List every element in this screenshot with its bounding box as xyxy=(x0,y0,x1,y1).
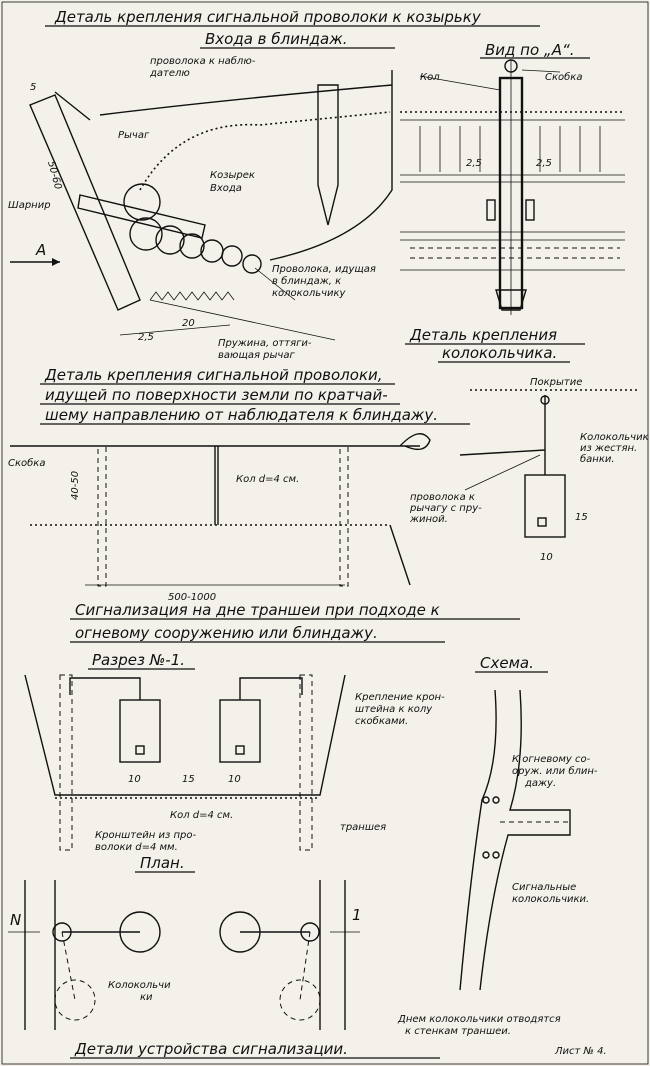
scheme-note-1: Днем колокольчики отводятся xyxy=(397,1014,561,1025)
svg-text:2,5: 2,5 xyxy=(466,158,482,169)
mark-n: N xyxy=(10,911,21,929)
arrow-a-label: А xyxy=(35,241,46,259)
trench-right-wall xyxy=(479,689,571,991)
view-a-title: Вид по „А“. xyxy=(485,41,575,59)
trench-title-1: Сигнализация на дне траншеи при подходе … xyxy=(75,601,440,619)
label-visor: Козырек xyxy=(210,170,255,181)
svg-text:колокольчику: колокольчику xyxy=(272,288,347,299)
bell-plan-1 xyxy=(119,911,161,953)
label-surface-stake: Кол d=4 см. xyxy=(236,474,299,485)
entrance-detail: Деталь крепления сигнальной проволоки к … xyxy=(8,8,540,361)
bell-left xyxy=(119,699,161,763)
footer-title: Детали устройства сигнализации. xyxy=(74,1040,348,1058)
surface-title-2: идущей по поверхности земли по кратчай- xyxy=(45,386,388,404)
svg-text:жиной.: жиной. xyxy=(409,514,448,525)
label-bell-can: Колокольчик xyxy=(580,432,649,443)
bell-mount-caption-1: Деталь крепления xyxy=(409,326,557,344)
svg-text:из жестян.: из жестян. xyxy=(580,443,637,454)
svg-text:10: 10 xyxy=(228,774,241,785)
scheme-note-2: к стенкам траншеи. xyxy=(405,1026,511,1037)
observer-wire xyxy=(99,84,393,116)
trench-left-wall xyxy=(459,689,497,991)
mark-1: 1 xyxy=(352,906,362,924)
spring xyxy=(149,291,235,301)
svg-text:ки: ки xyxy=(140,992,153,1003)
svg-text:2,5: 2,5 xyxy=(138,332,154,343)
svg-text:в блиндаж, к: в блиндаж, к xyxy=(272,275,341,287)
footer: Детали устройства сигнализации. Лист № 4… xyxy=(70,1040,607,1059)
svg-text:10: 10 xyxy=(540,552,553,563)
sheet-number: Лист № 4. xyxy=(554,1046,607,1057)
label-spring: Пружина, оттяги- xyxy=(218,338,312,349)
label-surface-staple: Скобка xyxy=(8,457,45,469)
scheme-detail: Схема. К огневому со- оруж. или блин- да… xyxy=(397,654,598,1037)
visor-outline xyxy=(269,70,393,261)
bell-can xyxy=(524,474,566,538)
svg-text:10: 10 xyxy=(128,774,141,785)
svg-text:5: 5 xyxy=(30,82,36,93)
label-cover: Покрытие xyxy=(530,377,582,388)
scheme-title: Схема. xyxy=(480,654,534,672)
svg-text:дателю: дателю xyxy=(149,68,190,79)
svg-text:500-1000: 500-1000 xyxy=(168,592,216,603)
svg-text:15: 15 xyxy=(575,512,588,523)
entrance-title-2: Входа в блиндаж. xyxy=(205,30,348,48)
trench-profile xyxy=(24,674,346,796)
svg-text:колокольчики.: колокольчики. xyxy=(512,894,589,905)
svg-text:волоки d=4 мм.: волоки d=4 мм. xyxy=(95,842,178,853)
label-wire-observer: проволока к наблю- xyxy=(150,55,256,67)
label-mount: Крепление крон- xyxy=(355,692,445,703)
label-lever: Рычаг xyxy=(118,130,150,141)
label-trench: траншея xyxy=(340,822,386,833)
bell-mount-caption-2: колокольчика. xyxy=(442,344,557,362)
svg-text:банки.: банки. xyxy=(580,453,615,465)
bracket-right xyxy=(239,677,303,700)
view-a-detail: Вид по „А“. Кол Скобка xyxy=(400,41,625,363)
bell-right xyxy=(219,699,261,763)
bell-plan-2 xyxy=(219,911,261,953)
label-bracket: Кронштейн из про- xyxy=(95,830,196,841)
label-plan-bells: Колокольчи xyxy=(108,980,171,991)
label-wire-lever: проволока к xyxy=(410,492,475,503)
entrance-title-1: Деталь крепления сигнальной проволоки к … xyxy=(54,8,482,26)
bracket-left xyxy=(69,677,141,700)
svg-text:дажу.: дажу. xyxy=(524,778,556,789)
svg-text:40-50: 40-50 xyxy=(70,471,81,500)
surface-wire-detail: Деталь крепления сигнальной проволоки, и… xyxy=(8,366,649,603)
svg-text:вающая рычаг: вающая рычаг xyxy=(218,350,295,361)
svg-text:рычагу с пру-: рычагу с пру- xyxy=(409,503,482,514)
svg-text:Входа: Входа xyxy=(210,183,242,194)
plan-title: План. xyxy=(140,854,185,872)
label-staple: Скобка xyxy=(545,71,582,83)
svg-text:2,5: 2,5 xyxy=(536,158,552,169)
label-hinge: Шарнир xyxy=(8,200,51,211)
lever-beam xyxy=(77,194,206,239)
trench-title-2: огневому сооружению или блиндажу. xyxy=(75,624,378,642)
label-wire-bells: Проволока, идущая xyxy=(272,264,376,275)
svg-text:скобками.: скобками. xyxy=(355,715,408,727)
label-to-firing: К огневому со- xyxy=(512,754,591,765)
svg-text:50-60: 50-60 xyxy=(45,160,63,191)
label-signal-bells: Сигнальные xyxy=(512,882,576,893)
trench-detail: Сигнализация на дне траншеи при подходе … xyxy=(8,601,520,1030)
log-wall xyxy=(400,119,625,271)
svg-text:20: 20 xyxy=(182,318,195,329)
visor-earth-line xyxy=(139,111,391,191)
lever-post xyxy=(29,94,141,311)
label-view-stake: Кол xyxy=(420,72,440,83)
svg-text:15: 15 xyxy=(182,774,195,785)
surface-title-1: Деталь крепления сигнальной проволоки, xyxy=(44,366,383,384)
visor-stake xyxy=(317,84,339,226)
svg-text:штейна к колу: штейна к колу xyxy=(355,704,433,715)
label-trench-stake: Кол d=4 см. xyxy=(170,810,233,821)
section-title: Разрез №-1. xyxy=(92,651,185,669)
staple xyxy=(504,59,518,73)
surface-title-3: шему направлению от наблюдателя к блинда… xyxy=(45,406,438,424)
svg-text:оруж. или блин-: оруж. или блин- xyxy=(512,765,598,777)
